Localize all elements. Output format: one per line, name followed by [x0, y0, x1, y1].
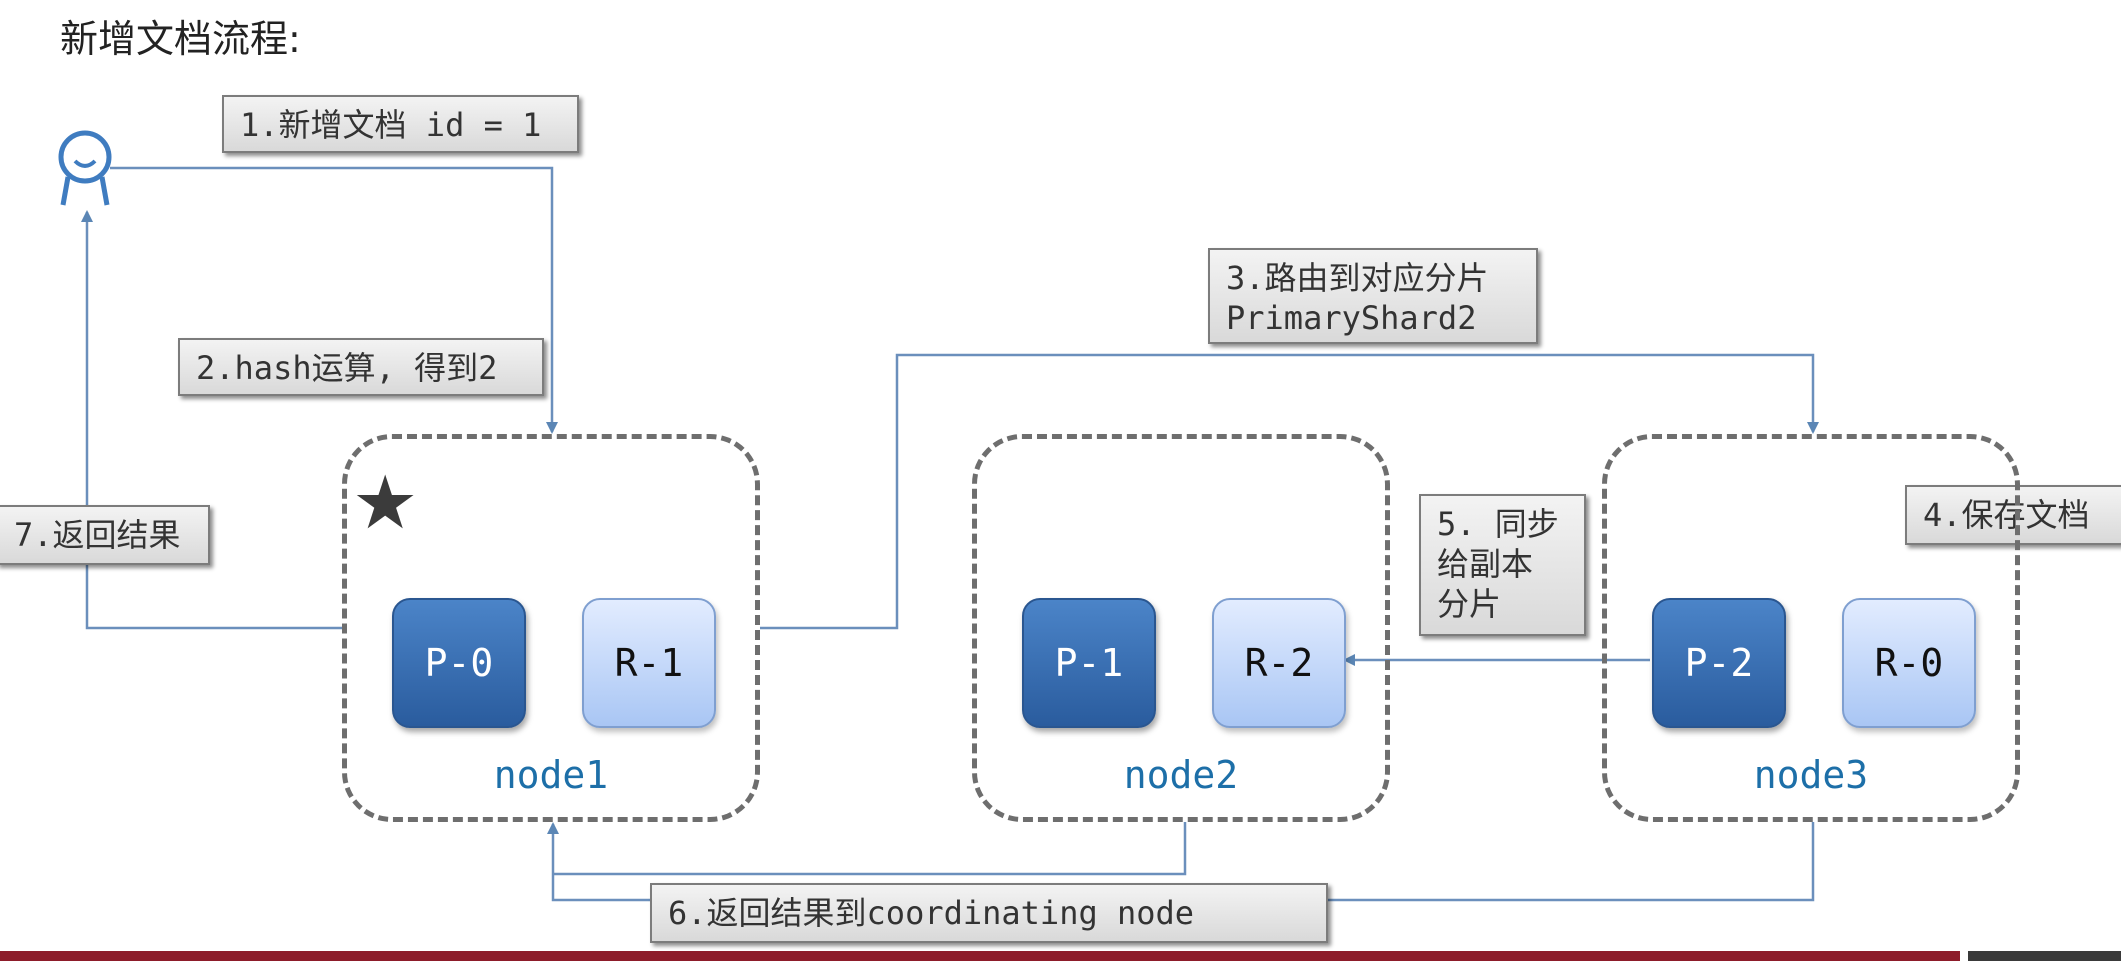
node-label: node1: [493, 753, 609, 797]
user-icon: [58, 130, 112, 206]
shard-primary: P-1: [1022, 598, 1156, 728]
step-3-label: 3.路由到对应分片 PrimaryShard2: [1208, 248, 1538, 344]
step-5-label: 5. 同步 给副本 分片: [1419, 494, 1586, 636]
shard-replica: R-0: [1842, 598, 1976, 728]
footer-divider: [0, 951, 1960, 961]
node-label: node3: [1753, 753, 1869, 797]
footer-divider-right: [1968, 951, 2121, 961]
node-label: node2: [1123, 753, 1239, 797]
edge-node1-to-node3: [760, 353, 1819, 630]
shard-replica: R-1: [582, 598, 716, 728]
shard-replica: R-2: [1212, 598, 1346, 728]
step-6-label: 6.返回结果到coordinating node: [650, 883, 1328, 943]
step-2-label: 2.hash运算, 得到2: [178, 338, 544, 396]
node3-container: P-2 R-0 node3: [1602, 434, 2020, 822]
edge-node1-to-user: [81, 210, 342, 630]
edge-user-to-node1: [110, 166, 558, 434]
shard-primary: P-2: [1652, 598, 1786, 728]
shard-primary: P-0: [392, 598, 526, 728]
step-7-label: 7.返回结果: [0, 505, 210, 565]
step-4-label: 4.保存文档: [1905, 485, 2121, 545]
step-1-label: 1.新增文档 id = 1: [222, 95, 579, 153]
page-title: 新增文档流程:: [60, 17, 301, 61]
edge-node2-to-node1: [553, 822, 1187, 876]
node2-container: P-1 R-2 node2: [972, 434, 1390, 822]
node1-container: P-0 R-1 node1: [342, 434, 760, 822]
star-icon: ★: [352, 460, 419, 546]
